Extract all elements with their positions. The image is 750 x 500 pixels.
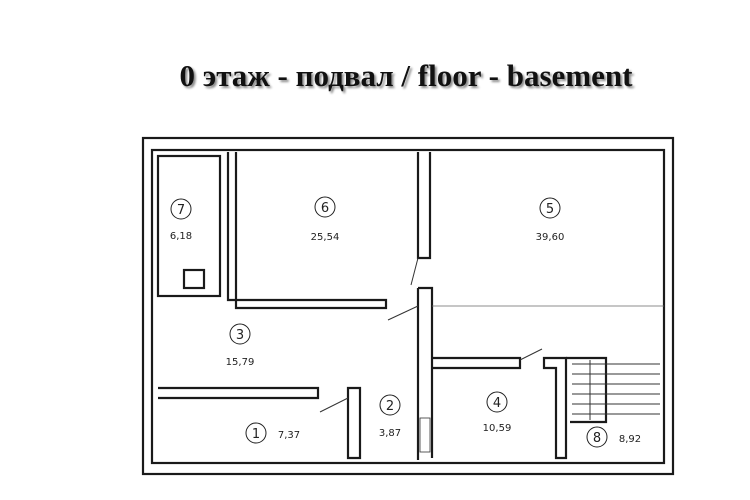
room-8-area: 8,92 xyxy=(619,434,641,445)
room-6-label: 6 25,54 xyxy=(311,196,340,243)
room-1-number: 1 xyxy=(252,427,260,442)
room-7-walls xyxy=(156,154,222,298)
room-6-walls xyxy=(226,152,388,310)
room-7-area: 6,18 xyxy=(170,231,192,242)
room-6-number: 6 xyxy=(321,201,329,216)
room-2-area: 3,87 xyxy=(379,428,401,439)
room-6-area: 25,54 xyxy=(311,232,340,243)
outer-wall-outer xyxy=(141,136,675,476)
partition-6-5 xyxy=(416,152,432,260)
room-4-right-wall xyxy=(542,356,568,460)
door-1 xyxy=(319,397,349,413)
room-8-label: 8 8,92 xyxy=(586,426,641,448)
room-3-label: 3 15,79 xyxy=(226,323,255,368)
room-1-label: 1 7,37 xyxy=(245,422,300,444)
room-5-label: 5 39,60 xyxy=(536,197,565,243)
room-4-area: 10,59 xyxy=(483,423,512,434)
room-2-marker xyxy=(419,417,431,453)
door-6 xyxy=(410,257,419,286)
outer-wall-inner xyxy=(150,148,666,465)
room-2-label: 2 3,87 xyxy=(379,394,401,439)
partition-3-1 xyxy=(158,386,320,400)
door-3 xyxy=(387,305,419,321)
central-wall xyxy=(418,286,434,458)
room-5-number: 5 xyxy=(546,202,554,217)
room-4-top-wall xyxy=(432,356,522,370)
page-title: 0 этаж - подвал / floor - basement xyxy=(179,58,633,93)
room-4-label: 4 10,59 xyxy=(483,391,512,434)
room-3-area: 15,79 xyxy=(226,357,255,368)
room-5-area: 39,60 xyxy=(536,232,565,243)
stair-wall xyxy=(566,356,608,424)
door-4 xyxy=(519,348,543,361)
room-7-number: 7 xyxy=(177,203,185,218)
staircase xyxy=(572,360,660,420)
room-4-number: 4 xyxy=(493,396,501,411)
room-8-number: 8 xyxy=(593,431,601,446)
room-7-fixture xyxy=(182,268,206,290)
room-2-number: 2 xyxy=(386,399,394,414)
room-1-area: 7,37 xyxy=(278,430,300,441)
room-1-wall xyxy=(346,386,362,460)
room-7-label: 7 6,18 xyxy=(170,198,192,242)
room-3-number: 3 xyxy=(236,328,244,343)
